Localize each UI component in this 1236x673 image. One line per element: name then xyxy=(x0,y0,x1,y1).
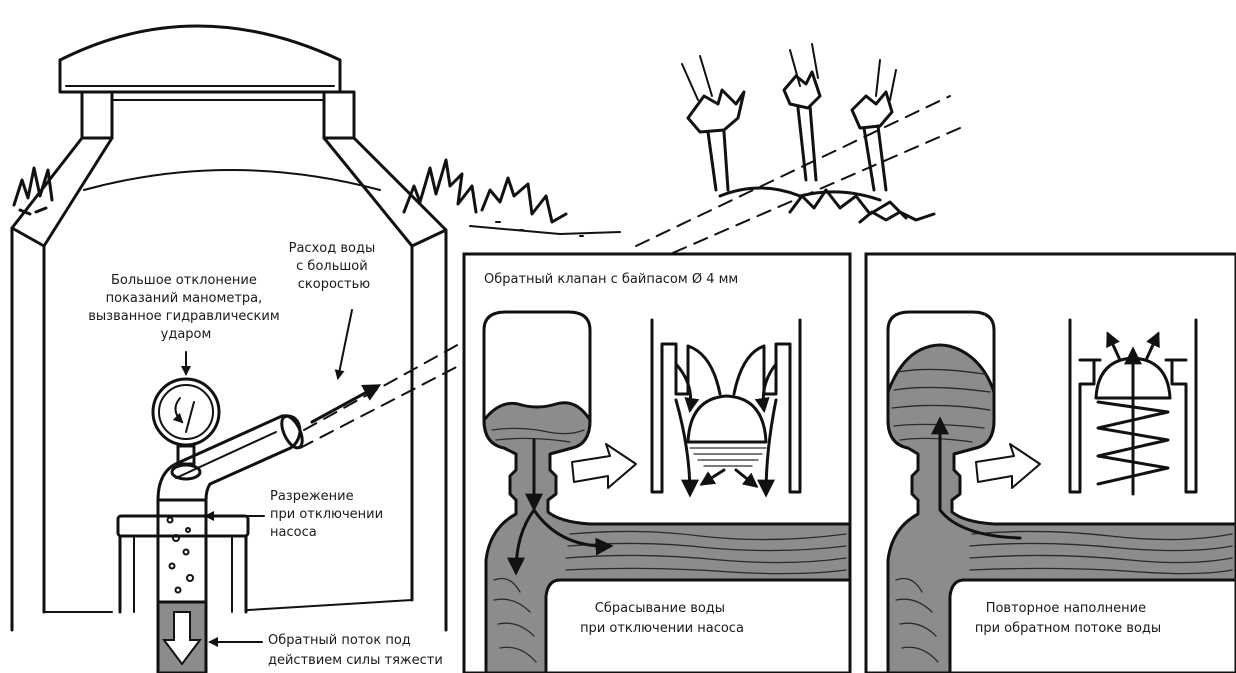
gauge-label: Большое отклонение показаний манометра, … xyxy=(88,273,284,342)
backflow-label: Обратный поток под действием силы тяжест… xyxy=(268,633,443,668)
flow-label: Расход воды с большой скоростью xyxy=(289,241,380,292)
trees-and-bushes xyxy=(682,44,934,222)
grass-left xyxy=(14,168,52,214)
vacuum-label: Разрежение при отключении насоса xyxy=(270,489,387,540)
grass-middle xyxy=(404,160,620,236)
panel-drain-title: Обратный клапан с байпасом Ø 4 мм xyxy=(484,272,738,287)
well-house xyxy=(12,26,446,630)
flow-arrow xyxy=(312,386,378,422)
flow-leader xyxy=(338,310,352,378)
